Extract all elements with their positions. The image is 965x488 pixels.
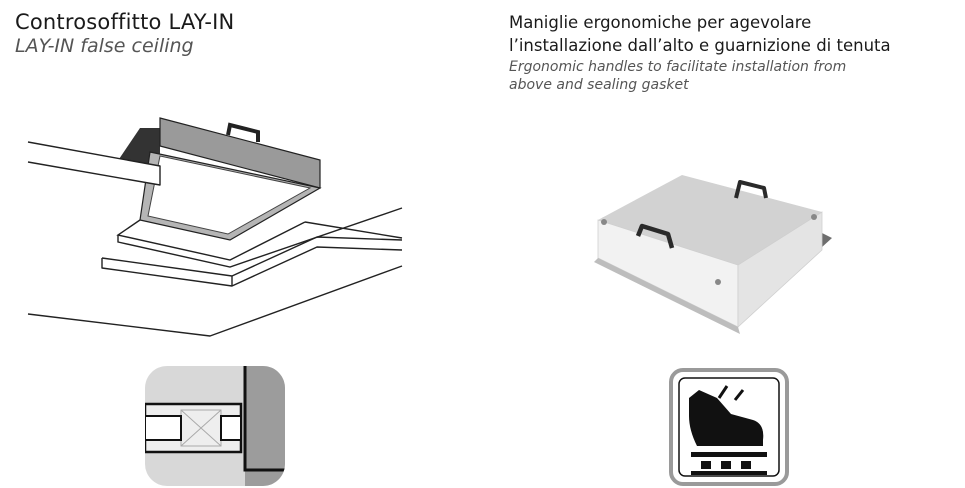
- step-on-icon: [669, 368, 789, 486]
- section-subtitle: LAY-IN false ceiling: [15, 35, 194, 57]
- feature-en-line-1: Ergonomic handles to facilitate installa…: [509, 59, 847, 75]
- feature-line-2: l’installazione dall’alto e guarnizione …: [509, 36, 891, 55]
- section-title: Controsoffitto LAY-IN: [15, 10, 235, 34]
- feature-description: Maniglie ergonomiche per agevolare l’ins…: [509, 11, 959, 94]
- panel-handles-gasket-illustration: [594, 175, 832, 334]
- lay-in-ceiling-illustration: [27, 117, 403, 337]
- feature-line-1: Maniglie ergonomiche per agevolare: [509, 13, 812, 32]
- feature-en-line-2: above and sealing gasket: [509, 77, 689, 93]
- ceiling-section-icon: [145, 366, 285, 486]
